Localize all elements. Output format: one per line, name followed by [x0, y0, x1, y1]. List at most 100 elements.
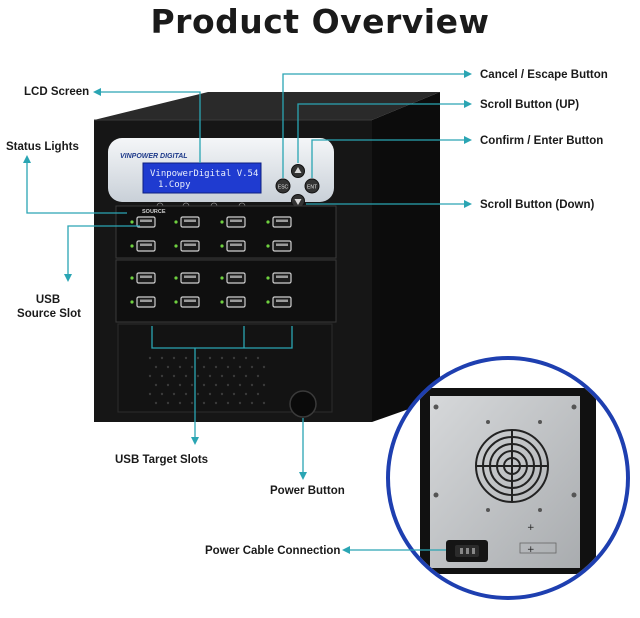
- callout-cancel: [282, 70, 472, 178]
- vent-hole: [178, 383, 182, 387]
- usb-ports: [130, 216, 292, 308]
- usb-port-tongue: [276, 243, 288, 246]
- vent-hole: [214, 401, 218, 405]
- fan-grille: [475, 429, 549, 503]
- vent-hole: [226, 365, 230, 369]
- callout-scroll-up: [297, 100, 472, 163]
- vent-holes: [148, 356, 266, 405]
- status-led: [174, 276, 178, 280]
- lcd-screen: [142, 162, 262, 194]
- vent-hole: [196, 374, 200, 378]
- usb-port-tongue: [276, 275, 288, 278]
- vent-hole: [238, 365, 242, 369]
- usb-port-tongue: [184, 275, 196, 278]
- vent-hole: [226, 401, 230, 405]
- usb-port-tongue: [140, 275, 152, 278]
- vent-hole: [214, 383, 218, 387]
- label-lcd-screen: LCD Screen: [24, 86, 90, 98]
- vent-hole: [196, 392, 200, 396]
- vent-hole: [202, 383, 206, 387]
- vent-hole: [220, 392, 224, 396]
- usb-port-tongue: [140, 219, 152, 222]
- usb-bay-lower: [115, 259, 337, 323]
- vent-hole: [148, 392, 152, 396]
- vent-hole: [166, 365, 170, 369]
- callout-usb-source: [64, 225, 140, 282]
- screw-plus-1: +: [527, 523, 535, 533]
- label-confirm-enter: Confirm / Enter Button: [480, 135, 604, 147]
- usb-port-tongue: [276, 299, 288, 302]
- status-led: [130, 244, 134, 248]
- vent-hole: [160, 356, 164, 360]
- usb-port-tongue: [230, 275, 242, 278]
- status-led: [174, 244, 178, 248]
- vent-hole: [220, 356, 224, 360]
- status-led: [266, 244, 270, 248]
- chassis-side: [372, 92, 440, 422]
- callout-status: [23, 155, 127, 214]
- status-led: [220, 244, 224, 248]
- status-led: [130, 220, 134, 224]
- chassis-top: [94, 92, 440, 120]
- vent-hole: [148, 374, 152, 378]
- usb-port-tongue: [184, 219, 196, 222]
- vent-hole: [166, 401, 170, 405]
- usb-port-tongue: [184, 243, 196, 246]
- vent-hole: [250, 401, 254, 405]
- page-title: Product Overview: [150, 2, 490, 41]
- usb-port-tongue: [140, 243, 152, 246]
- vent-hole: [178, 365, 182, 369]
- vent-hole: [196, 356, 200, 360]
- ent-label: ENT: [307, 185, 317, 191]
- callout-lines: [23, 70, 472, 554]
- vent-hole: [262, 401, 266, 405]
- vent-hole: [154, 383, 158, 387]
- callout-lcd: [93, 88, 201, 163]
- status-led: [266, 300, 270, 304]
- duplicator-tower: VINPOWER DIGITAL VinpowerDigital V.54 1.…: [94, 92, 440, 422]
- label-usb-source-1: USB: [35, 294, 61, 306]
- vent-hole: [148, 356, 152, 360]
- source-label: SOURCE: [142, 209, 166, 215]
- vent-hole: [262, 365, 266, 369]
- vent-hole: [160, 392, 164, 396]
- brand-logo: VINPOWER DIGITAL: [120, 153, 188, 160]
- vent-hole: [232, 374, 236, 378]
- vent-hole: [220, 374, 224, 378]
- vent-hole: [238, 383, 242, 387]
- usb-port-tongue: [230, 299, 242, 302]
- callout-target-bracket: [151, 326, 293, 349]
- vent-hole: [208, 392, 212, 396]
- status-led: [266, 220, 270, 224]
- label-area: [519, 542, 557, 554]
- escape-button[interactable]: [275, 178, 291, 194]
- status-led: [266, 276, 270, 280]
- status-led: [174, 220, 178, 224]
- usb-port-tongue: [230, 243, 242, 246]
- status-led: [220, 220, 224, 224]
- vent-hole: [190, 401, 194, 405]
- vent-hole: [166, 383, 170, 387]
- label-power-cable: Power Cable Connection: [205, 545, 341, 557]
- screws: [433, 404, 577, 512]
- vent-hole: [214, 365, 218, 369]
- enter-button[interactable]: [304, 178, 320, 194]
- label-cancel-escape: Cancel / Escape Button: [480, 69, 608, 81]
- label-usb-source-2: Source Slot: [17, 308, 81, 320]
- usb-port-tongue: [140, 299, 152, 302]
- vent-hole: [184, 374, 188, 378]
- power-button[interactable]: [289, 390, 317, 418]
- vent-hole: [262, 383, 266, 387]
- status-led: [174, 300, 178, 304]
- vent-hole: [172, 392, 176, 396]
- vent-hole: [256, 392, 260, 396]
- vent-hole: [184, 392, 188, 396]
- back-panel-inset: + +: [386, 356, 630, 600]
- vent-hole: [184, 356, 188, 360]
- status-led: [220, 276, 224, 280]
- vent-hole: [238, 401, 242, 405]
- vent-hole: [160, 374, 164, 378]
- vent-hole: [232, 356, 236, 360]
- vent-hole: [190, 365, 194, 369]
